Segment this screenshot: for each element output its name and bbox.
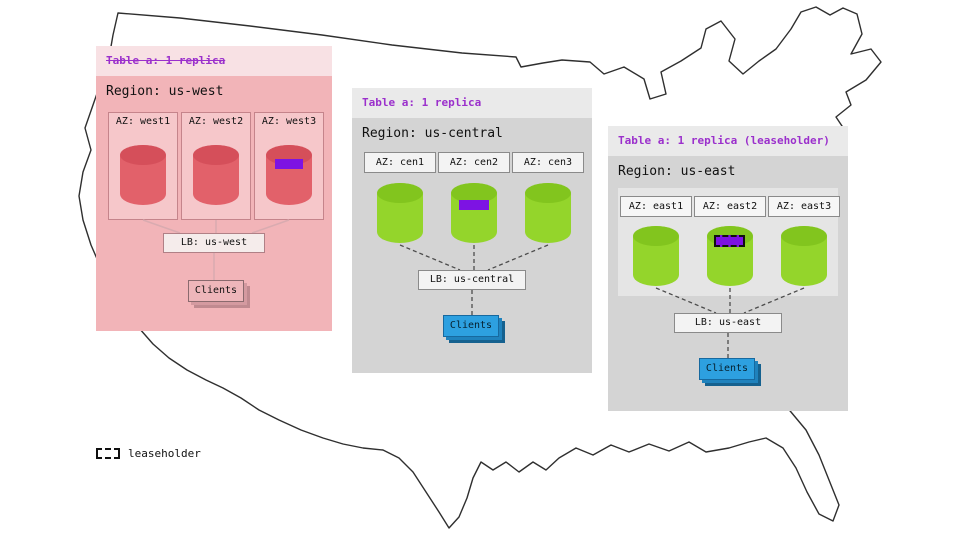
- az-box-cen2: AZ: cen2: [438, 152, 510, 173]
- region-header-us-west: Table a: 1 replica: [96, 46, 332, 76]
- replica-cylinder: [120, 145, 166, 205]
- az-box-east2: AZ: east2: [694, 196, 766, 217]
- lb-box-us-east: LB: us-east: [674, 313, 782, 333]
- region-title-us-central: Region: us-central: [362, 126, 503, 141]
- region-panel-us-east: Table a: 1 replica (leaseholder) Region:…: [608, 126, 848, 411]
- clients-box-us-east: Clients: [699, 358, 755, 380]
- clients-box-us-west: Clients: [188, 280, 244, 302]
- replica-cylinder: [707, 226, 753, 286]
- az-box-east1: AZ: east1: [620, 196, 692, 217]
- replica-cylinder: [633, 226, 679, 286]
- lb-box-us-central: LB: us-central: [418, 270, 526, 290]
- region-panel-us-west: Table a: 1 replica Region: us-west AZ: w…: [96, 46, 332, 331]
- az-label: AZ: east3: [776, 201, 832, 212]
- az-box-west3: AZ: west3: [254, 112, 324, 220]
- az-label: AZ: west2: [188, 116, 244, 127]
- az-box-west2: AZ: west2: [181, 112, 251, 220]
- leaseholder-marker: [714, 235, 745, 247]
- lb-label: LB: us-central: [429, 274, 515, 285]
- range-marker: [275, 159, 303, 169]
- lb-label: LB: us-west: [180, 237, 248, 248]
- replica-cylinder: [525, 183, 571, 243]
- region-header-us-east: Table a: 1 replica (leaseholder): [608, 126, 848, 156]
- clients-box-us-central: Clients: [443, 315, 499, 337]
- replica-cylinder: [377, 183, 423, 243]
- lb-label: LB: us-east: [694, 317, 762, 328]
- az-box-cen3: AZ: cen3: [512, 152, 584, 173]
- clients-label: Clients: [705, 363, 749, 374]
- replica-cylinder: [451, 183, 497, 243]
- clients-label: Clients: [449, 320, 493, 331]
- leaseholder-legend: leaseholder: [96, 447, 201, 460]
- region-title-us-east: Region: us-east: [618, 164, 736, 179]
- az-box-west1: AZ: west1: [108, 112, 178, 220]
- az-label: AZ: east2: [702, 201, 758, 212]
- table-replica-label-central: Table a: 1 replica: [362, 96, 482, 109]
- replica-cylinder: [781, 226, 827, 286]
- replica-cylinder: [266, 145, 312, 205]
- az-label: AZ: east1: [628, 201, 684, 212]
- az-label: AZ: west1: [115, 116, 171, 127]
- az-label: AZ: cen2: [449, 157, 499, 168]
- leaseholder-swatch-icon: [96, 448, 120, 459]
- range-marker: [459, 200, 489, 210]
- az-label: AZ: west3: [261, 116, 317, 127]
- legend-label: leaseholder: [128, 447, 201, 460]
- table-replica-label-east: Table a: 1 replica (leaseholder): [618, 134, 830, 147]
- az-label: AZ: cen3: [523, 157, 573, 168]
- az-label: AZ: cen1: [375, 157, 425, 168]
- lb-box-us-west: LB: us-west: [163, 233, 265, 253]
- clients-label: Clients: [194, 285, 238, 296]
- region-panel-us-central: Table a: 1 replica Region: us-central AZ…: [352, 88, 592, 373]
- table-replica-label-west: Table a: 1 replica: [106, 54, 226, 67]
- replica-cylinder: [193, 145, 239, 205]
- region-title-us-west: Region: us-west: [106, 84, 224, 99]
- az-box-cen1: AZ: cen1: [364, 152, 436, 173]
- az-box-east3: AZ: east3: [768, 196, 840, 217]
- region-header-us-central: Table a: 1 replica: [352, 88, 592, 118]
